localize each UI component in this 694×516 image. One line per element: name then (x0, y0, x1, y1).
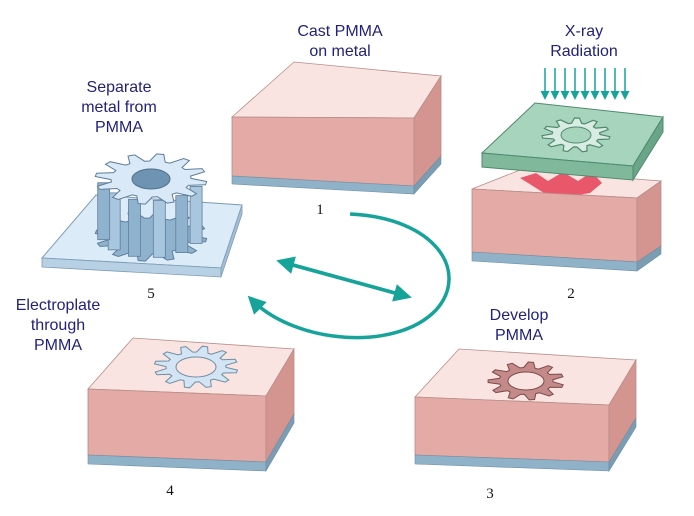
step-3-label: Develop PMMA (490, 307, 549, 344)
step-3-block (414, 348, 637, 473)
xray-mask (480, 102, 664, 182)
step-2-number: 2 (567, 286, 575, 302)
step-1-label-line-1: Cast PMMA (297, 23, 383, 40)
gear-tooth-wall (128, 198, 141, 257)
step-3-number: 3 (486, 486, 494, 502)
step-4-label: Electroplate through PMMA (16, 297, 101, 354)
xray-arrows (540, 68, 630, 100)
step-4-number: 4 (166, 483, 174, 499)
step-5-label-line-1: Separate (87, 79, 152, 96)
step-5-label: Separate metal from PMMA (81, 79, 157, 136)
gear-tooth-wall (97, 182, 111, 241)
step-5-label-line-2: metal from (81, 99, 157, 116)
step-2-label-line-2: Radiation (550, 43, 618, 60)
step-5-number: 5 (147, 286, 155, 302)
step-1-block (230, 61, 442, 195)
gear-teeth (97, 182, 203, 258)
step-4-label-line-3: PMMA (34, 337, 82, 354)
step-2-label-line-1: X-ray (565, 23, 603, 40)
step-1-label: Cast PMMA on metal (297, 23, 383, 60)
step-1-number: 1 (316, 202, 324, 218)
step-2-label: X-ray Radiation (550, 23, 618, 60)
step-2-block (471, 169, 663, 272)
step-4-block (87, 337, 295, 473)
step-3-label-line-2: PMMA (495, 327, 543, 344)
step-5-metal-part (40, 153, 243, 278)
step-4-label-line-1: Electroplate (16, 297, 101, 314)
gear-tooth-wall (189, 185, 203, 244)
step-1-label-line-2: on metal (309, 43, 370, 60)
step-5-label-line-3: PMMA (95, 119, 143, 136)
step-4-label-line-2: through (31, 317, 85, 334)
process-cycle-arrows (247, 212, 451, 340)
step-3-label-line-1: Develop (490, 307, 549, 324)
exposed-region (520, 172, 602, 197)
gear-tooth-wall (175, 195, 189, 254)
gear-tooth-wall (152, 199, 166, 258)
